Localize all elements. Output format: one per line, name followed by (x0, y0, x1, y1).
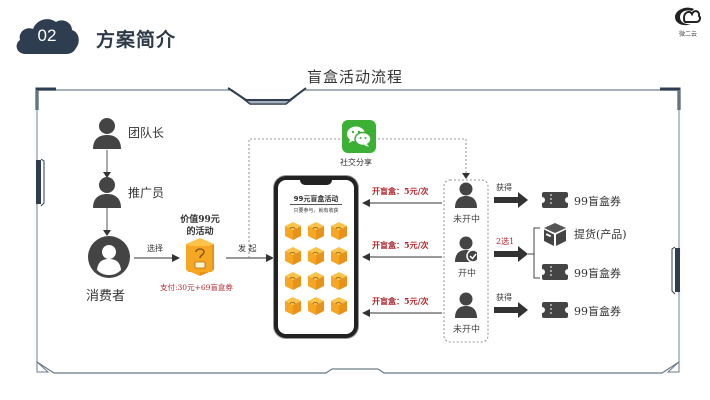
reward-label: 99盲盒券 (574, 195, 621, 208)
arrow-right-icon (134, 254, 180, 262)
blind-box-icon[interactable] (330, 247, 348, 265)
wechat-icon[interactable] (342, 120, 376, 153)
cloud-badge-icon (16, 19, 79, 54)
blind-box-icon[interactable] (330, 222, 348, 240)
thick-arrow-right-icon (494, 302, 528, 318)
arrow-left-icon (362, 309, 442, 317)
section-title: 方案简介 (96, 29, 177, 51)
payment-text: 支付:30元+69盲盒券 (160, 283, 233, 292)
blind-box-icon[interactable] (330, 272, 348, 290)
coupon-ticket-icon (542, 192, 568, 208)
share-label: 社交分享 (340, 158, 372, 167)
open-status-label: 开中 (458, 269, 477, 279)
phone-divider (290, 204, 342, 205)
blind-box-icon[interactable] (284, 272, 302, 290)
activity-value-line1: 价值99元 (180, 215, 220, 225)
reward-action-label: 获得 (496, 293, 512, 302)
mystery-box-icon (186, 238, 214, 276)
blind-box-icon[interactable] (307, 297, 325, 315)
blind-box-icon[interactable] (307, 222, 325, 240)
choice-bracket (528, 227, 540, 279)
consumer-avatar-icon (88, 236, 130, 278)
launch-label: 发 起 (238, 244, 257, 253)
activity-value-line2: 的活动 (186, 227, 214, 237)
coupon-ticket-icon (542, 264, 568, 280)
person-icon (455, 292, 477, 318)
consumer-label: 消费者 (86, 289, 126, 304)
thick-arrow-right-icon (494, 246, 528, 262)
phone-subtitle: 只要参与，就有收获 (293, 208, 339, 214)
brand-logo-text: 微二云 (678, 31, 697, 38)
blind-box-icon[interactable] (284, 222, 302, 240)
blind-box-icon[interactable] (284, 297, 302, 315)
blind-box-icon[interactable] (284, 247, 302, 265)
blind-box-icon[interactable] (307, 247, 325, 265)
section-number: 02 (37, 26, 57, 45)
reward-action-label: 2选1 (496, 237, 515, 246)
arrow-left-icon (362, 199, 442, 207)
phone-notch (300, 179, 332, 185)
phone-box-grid (284, 222, 350, 315)
reward-action-label: 获得 (496, 183, 512, 192)
blind-box-icon[interactable] (307, 272, 325, 290)
arrow-down-icon (103, 208, 111, 236)
open-price-label: 开盲盒：5元/次 (372, 296, 429, 306)
reward-label: 99盲盒券 (574, 305, 621, 318)
brand-logo-icon (675, 7, 701, 26)
arrow-left-icon (362, 253, 442, 261)
phone-mockup: 99元盲盒活动 只要参与，就有收获 (274, 176, 358, 338)
thick-arrow-right-icon (494, 192, 528, 208)
coupon-ticket-icon (542, 302, 568, 318)
product-box-icon (544, 223, 566, 246)
blind-box-icon[interactable] (330, 297, 348, 315)
promoter-label: 推广员 (128, 186, 165, 200)
reward-label: 提货(产品) (574, 228, 627, 241)
team-leader-person-icon (93, 118, 121, 149)
arrow-right-icon (226, 254, 274, 262)
open-price-label: 开盲盒：5元/次 (372, 186, 429, 196)
open-status-label: 未开中 (453, 215, 481, 225)
reward-label: 99盲盒券 (574, 267, 621, 280)
phone-title: 99元盲盒活动 (293, 195, 339, 203)
person-icon (455, 182, 477, 208)
open-price-label: 开盲盒：5元/次 (372, 240, 429, 250)
open-status-label: 未开中 (453, 325, 481, 335)
arrow-down-icon (103, 150, 111, 178)
diagram-title: 盲盒活动流程 (306, 68, 403, 86)
select-label: 选择 (147, 244, 163, 253)
team-leader-label: 团队长 (128, 126, 165, 140)
promoter-person-icon (93, 177, 121, 208)
winner-person-check-icon (455, 236, 477, 262)
